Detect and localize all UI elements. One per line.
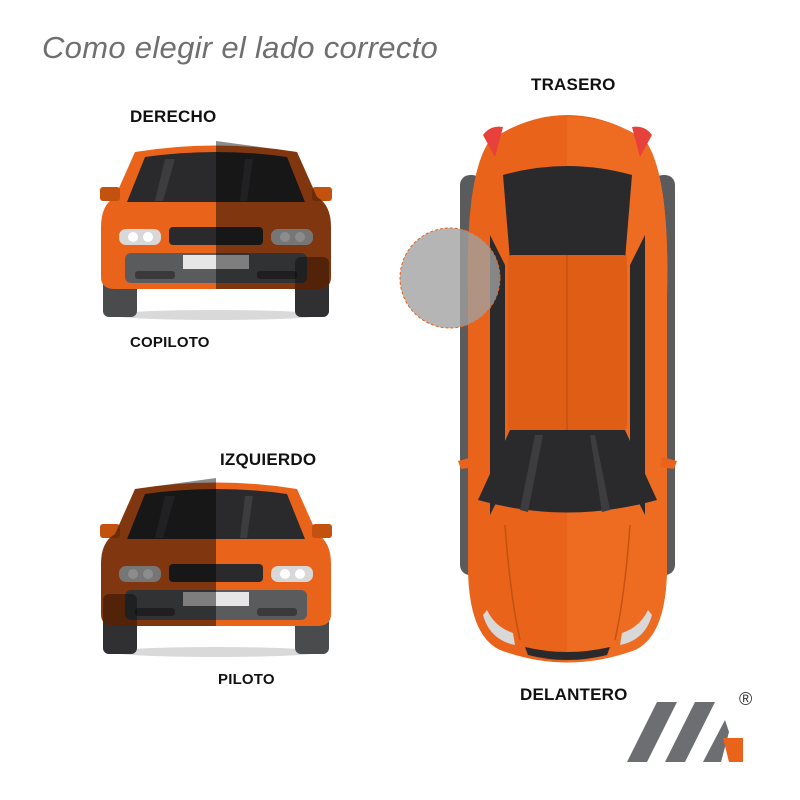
- front-windshield: [478, 430, 657, 513]
- label-front: DELANTERO: [520, 685, 628, 704]
- brand-logo: [627, 702, 743, 762]
- grille: [169, 564, 263, 582]
- rear-window: [503, 166, 632, 260]
- headlight-right: [271, 566, 313, 582]
- car-front-view-left-highlighted: [100, 478, 332, 657]
- car-front-view-right-highlighted: [100, 141, 332, 320]
- logo-stripe-3: [703, 720, 729, 762]
- ground-shadow: [111, 310, 321, 320]
- highlight-shade-right-half: [216, 141, 331, 289]
- logo-stripe-2: [665, 702, 715, 762]
- license-plate: [183, 255, 249, 269]
- mirror-left: [458, 457, 475, 469]
- mirror-left: [100, 524, 120, 538]
- mirror-right: [312, 524, 332, 538]
- side-window-left: [490, 235, 505, 515]
- front-grille: [525, 647, 610, 660]
- registered-mark: ®: [739, 689, 753, 709]
- car-top-view: [399, 115, 677, 663]
- highlight-shade-left-half: [101, 478, 216, 626]
- label-pilot: PILOTO: [218, 671, 275, 688]
- label-rear: TRASERO: [531, 75, 616, 94]
- license-plate: [183, 592, 249, 606]
- label-left: IZQUIERDO: [220, 450, 317, 469]
- logo-orange-block: [723, 738, 743, 762]
- page-title: Como elegir el lado correcto: [42, 30, 439, 65]
- side-window-right: [630, 235, 645, 515]
- headlight-left: [119, 229, 161, 245]
- grille: [169, 227, 263, 245]
- headlight-left: [483, 610, 515, 645]
- tail-light-right: [632, 126, 652, 157]
- label-copilot: COPILOTO: [130, 334, 210, 351]
- mirror-right: [312, 187, 332, 201]
- mirror-left: [100, 187, 120, 201]
- tail-light-left: [483, 126, 503, 157]
- driver-position-highlight: [399, 227, 501, 329]
- mirror-right: [660, 457, 677, 469]
- label-right: DERECHO: [130, 107, 217, 126]
- logo-stripe-1: [627, 702, 677, 762]
- headlight-right: [620, 610, 652, 645]
- ground-shadow: [111, 647, 321, 657]
